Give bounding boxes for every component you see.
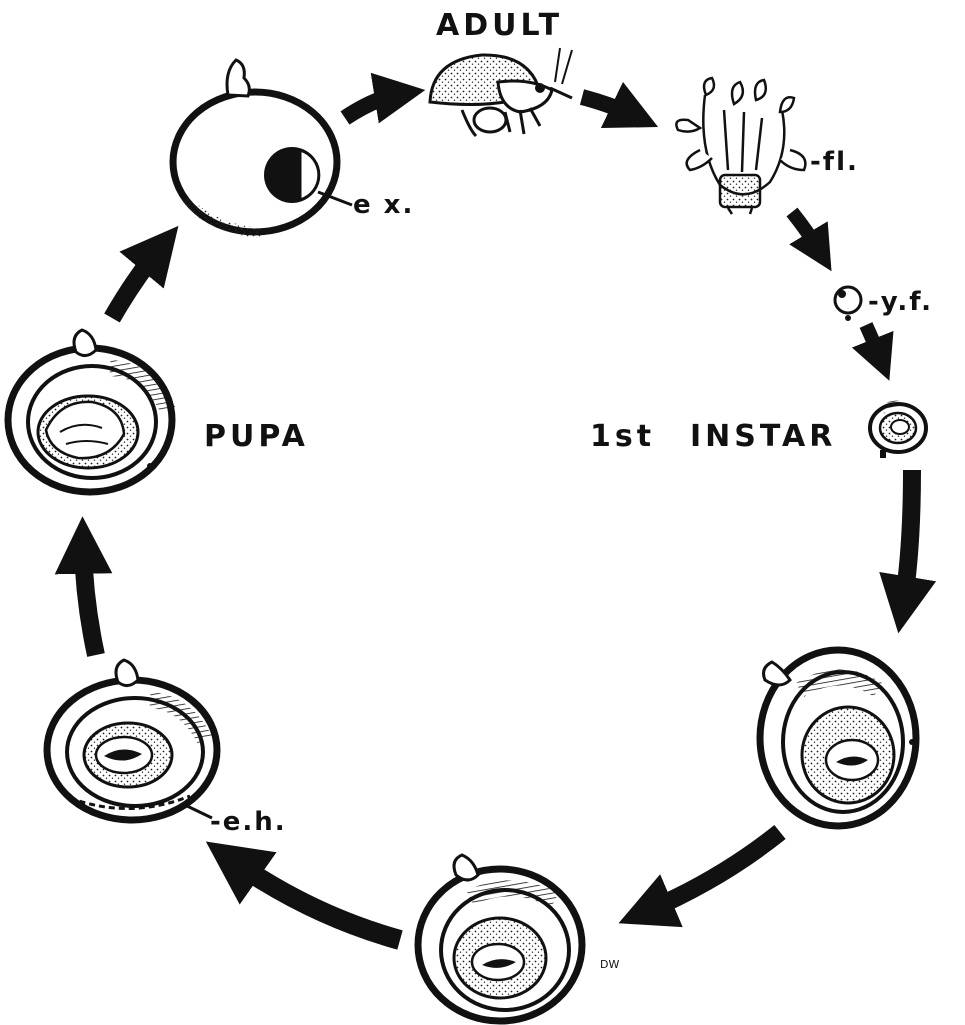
exit-hole-callout: e x.: [353, 190, 414, 220]
larva-fruit-bottom: [418, 855, 582, 1021]
young-fruit-callout: -y.f.: [868, 287, 933, 317]
arrow-larva2-to-larva3: [232, 860, 400, 940]
arrow-flower-to-young-fruit: [792, 212, 820, 252]
first-instar-fruit-icon: [870, 404, 926, 458]
stage-label-pupa: PUPA: [204, 419, 309, 454]
arrow-pupa-to-exit: [112, 248, 160, 318]
endocarp-hull-callout: -e.h.: [210, 807, 287, 837]
stage-label-instar: INSTAR: [690, 419, 836, 454]
arrow-young-fruit-to-instar: [866, 325, 881, 360]
stem-icon: [116, 660, 138, 686]
young-fruit-icon: [835, 287, 861, 321]
larva-fruit-left: [47, 660, 217, 820]
stage-label-adult: ADULT: [436, 8, 563, 43]
stem-icon: [764, 662, 790, 685]
stem-icon: [454, 855, 478, 880]
arrow-exit-to-adult: [345, 94, 400, 118]
arrow-larva3-to-pupa: [83, 545, 96, 655]
pupa-fruit: [8, 330, 172, 492]
flower-cluster-icon: [676, 78, 805, 214]
stage-label-instar-number: 1st: [590, 419, 655, 454]
arrow-adult-to-flower: [582, 97, 635, 116]
arrow-larva1-to-larva2: [645, 832, 780, 912]
artist-signature: DW: [600, 958, 619, 971]
stem-icon: [74, 330, 96, 356]
arrow-instar-to-larva1: [903, 470, 912, 605]
adult-weevil-icon: [430, 48, 572, 136]
fruit-with-exit-hole: [173, 60, 352, 233]
larva-fruit-right: [760, 650, 916, 826]
stem-icon: [227, 60, 249, 96]
flower-callout: -fl.: [810, 147, 859, 177]
